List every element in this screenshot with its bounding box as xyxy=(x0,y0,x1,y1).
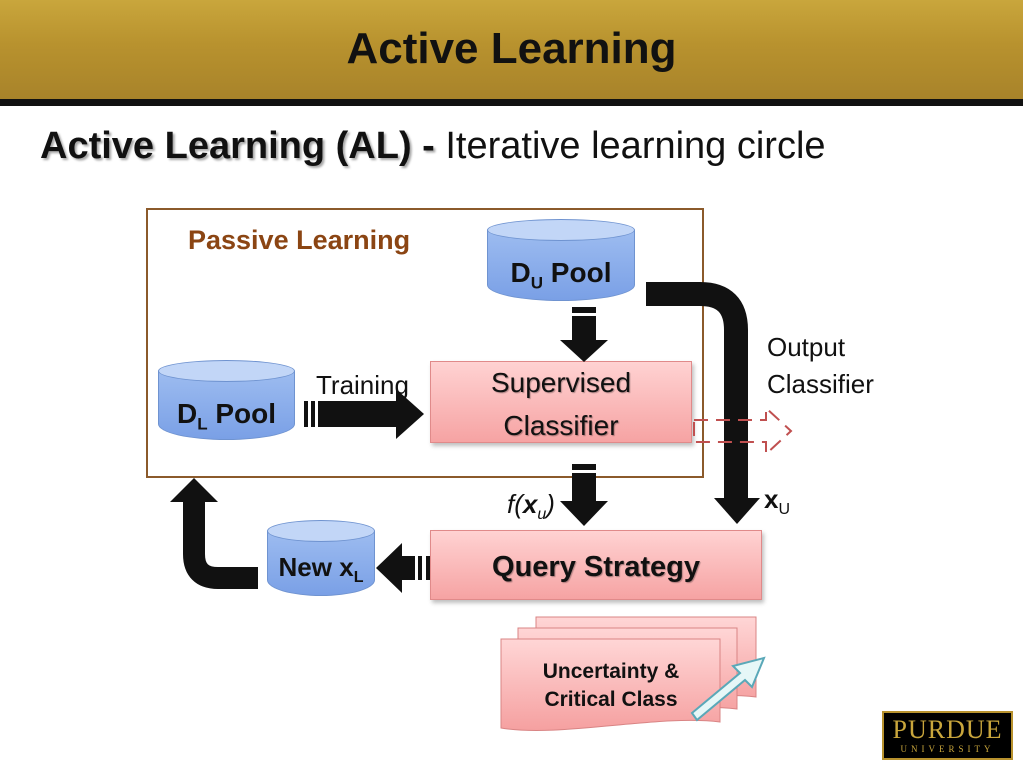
dl-pool-cylinder: DL Pool xyxy=(158,360,295,440)
arrow-classifier-to-query xyxy=(560,464,608,526)
arrow-newxl-to-dl xyxy=(170,478,258,589)
du-pool-label: DU Pool xyxy=(510,257,612,293)
supervised-label-line1: Supervised xyxy=(490,367,632,398)
query-strategy-box xyxy=(430,530,762,600)
new-xl-label: New xL xyxy=(278,552,364,587)
subtitle-rest: Iterative learning circle xyxy=(445,125,826,167)
du-pool-cylinder: DU Pool xyxy=(487,219,635,301)
slide-title: Active Learning xyxy=(346,24,677,73)
arrow-query-to-newxl xyxy=(376,543,430,593)
supervised-classifier-box xyxy=(430,361,692,443)
output-label-line2: Classifier xyxy=(767,369,874,399)
supervised-label-line2: Classifier xyxy=(503,410,619,441)
passive-learning-label: Passive Learning xyxy=(188,225,411,255)
arrow-du-to-query xyxy=(646,282,760,524)
training-label: Training xyxy=(316,370,409,400)
purdue-logo-university: UNIVERSITY xyxy=(900,744,995,754)
purdue-logo-name: PURDUE xyxy=(892,715,1003,744)
doc-label-line2: Critical Class xyxy=(544,688,678,711)
purdue-logo: PURDUE UNIVERSITY xyxy=(882,711,1013,760)
arrow-uncertainty-highlight xyxy=(690,656,766,722)
arrow-output-classifier xyxy=(693,405,793,457)
slide-subtitle: Active Learning (AL) - Iterative learnin… xyxy=(40,125,826,168)
output-label-line1: Output xyxy=(767,332,846,362)
query-strategy-label: Query Strategy xyxy=(492,551,700,583)
fxu-label: f(xu) xyxy=(507,489,555,524)
arrow-training xyxy=(304,389,424,439)
passive-learning-box xyxy=(146,208,704,478)
document-front xyxy=(500,638,721,731)
dl-pool-label: DL Pool xyxy=(176,398,277,434)
xu-label: xU xyxy=(764,484,791,519)
title-bar: Active Learning xyxy=(0,0,1023,106)
doc-label-line1: Uncertainty & xyxy=(542,660,680,683)
subtitle-bold: Active Learning (AL) - xyxy=(40,125,446,167)
new-xl-cylinder: New xL xyxy=(267,520,375,596)
arrow-du-to-classifier xyxy=(560,307,608,362)
